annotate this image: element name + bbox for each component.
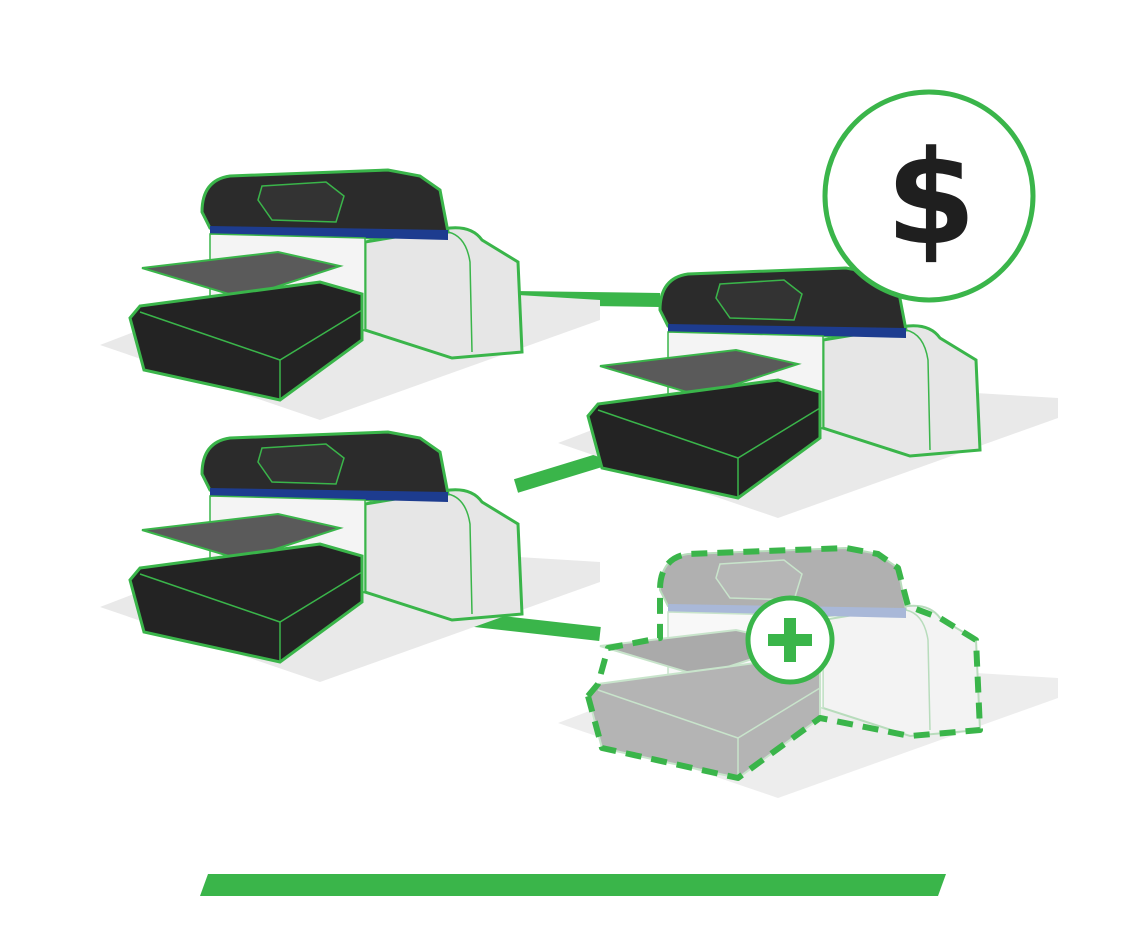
add-badge	[745, 595, 835, 685]
dollar-icon: $	[886, 122, 976, 274]
link-middle-to-right	[513, 449, 617, 493]
printer-middle-left	[98, 430, 602, 684]
plus-icon	[768, 618, 812, 662]
accent-bar	[200, 874, 946, 896]
cost-badge: $	[822, 89, 1036, 303]
cost-badge-circle	[822, 89, 1036, 303]
